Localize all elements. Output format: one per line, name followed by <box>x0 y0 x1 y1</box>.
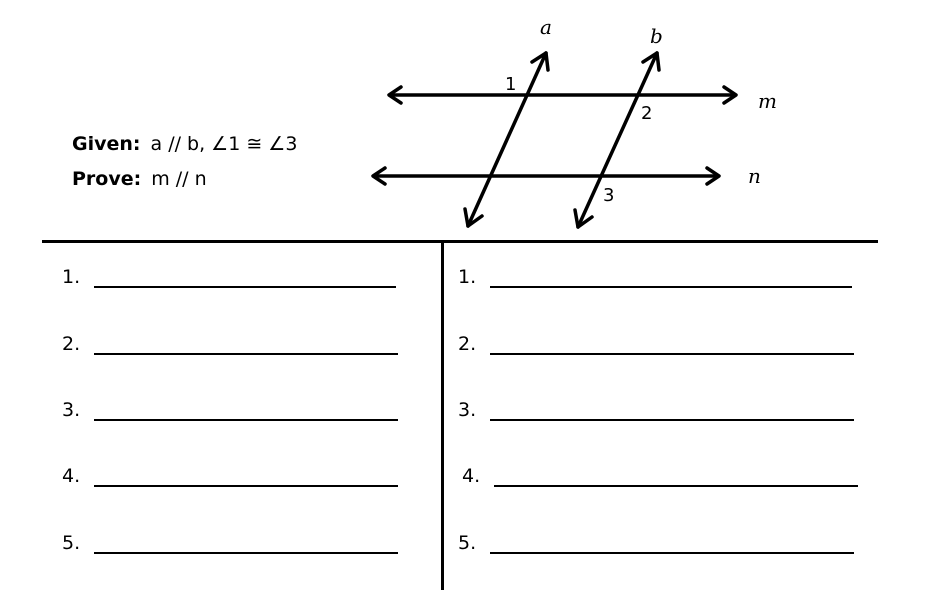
statement-blank[interactable] <box>94 532 398 554</box>
reason-blank[interactable] <box>490 333 854 355</box>
line-m <box>387 85 738 105</box>
reason-number: 1. <box>458 266 477 288</box>
statement-row[interactable]: 3. <box>62 399 398 421</box>
reason-blank[interactable] <box>490 266 852 288</box>
statement-blank[interactable] <box>94 465 398 487</box>
reason-row[interactable]: 2. <box>458 333 854 355</box>
line-n <box>371 166 721 186</box>
prove-line: Prove: m // n <box>72 168 207 190</box>
label-m: m <box>758 89 777 113</box>
reason-number: 2. <box>458 333 477 355</box>
reason-number: 3. <box>458 399 477 421</box>
label-a: a <box>540 15 552 39</box>
statement-row[interactable]: 5. <box>62 532 398 554</box>
table-top-divider <box>42 240 878 243</box>
statement-row[interactable]: 4. <box>62 465 398 487</box>
reason-blank[interactable] <box>490 399 854 421</box>
table-column-divider <box>441 242 444 590</box>
statement-number: 3. <box>62 399 81 421</box>
given-line: Given: a // b, ∠1 ≅ ∠3 <box>72 133 297 155</box>
line-b <box>573 51 661 229</box>
statement-row[interactable]: 1. <box>62 266 396 288</box>
statement-number: 5. <box>62 532 81 554</box>
line-a <box>463 51 550 228</box>
given-label: Given: <box>72 133 141 155</box>
statement-number: 1. <box>62 266 81 288</box>
statement-blank[interactable] <box>94 266 396 288</box>
parallel-lines-diagram: a b m n 1 2 3 <box>371 15 777 229</box>
statement-blank[interactable] <box>94 399 398 421</box>
angle-3-label: 3 <box>603 185 614 206</box>
reason-row[interactable]: 3. <box>458 399 854 421</box>
statement-row[interactable]: 2. <box>62 333 398 355</box>
reason-row[interactable]: 1. <box>458 266 852 288</box>
statement-blank[interactable] <box>94 333 398 355</box>
reason-number: 4. <box>462 465 481 487</box>
prove-label: Prove: <box>72 168 142 190</box>
statement-number: 2. <box>62 333 81 355</box>
given-text: a // b, ∠1 ≅ ∠3 <box>150 133 298 155</box>
angle-1-label: 1 <box>505 74 516 95</box>
label-b: b <box>650 24 663 48</box>
reason-number: 5. <box>458 532 477 554</box>
label-n: n <box>748 164 761 188</box>
reason-blank[interactable] <box>490 532 854 554</box>
statement-number: 4. <box>62 465 81 487</box>
reason-blank[interactable] <box>494 465 858 487</box>
reason-row[interactable]: 5. <box>458 532 854 554</box>
prove-text: m // n <box>151 168 207 190</box>
reason-row[interactable]: 4. <box>462 465 858 487</box>
angle-2-label: 2 <box>641 103 652 124</box>
